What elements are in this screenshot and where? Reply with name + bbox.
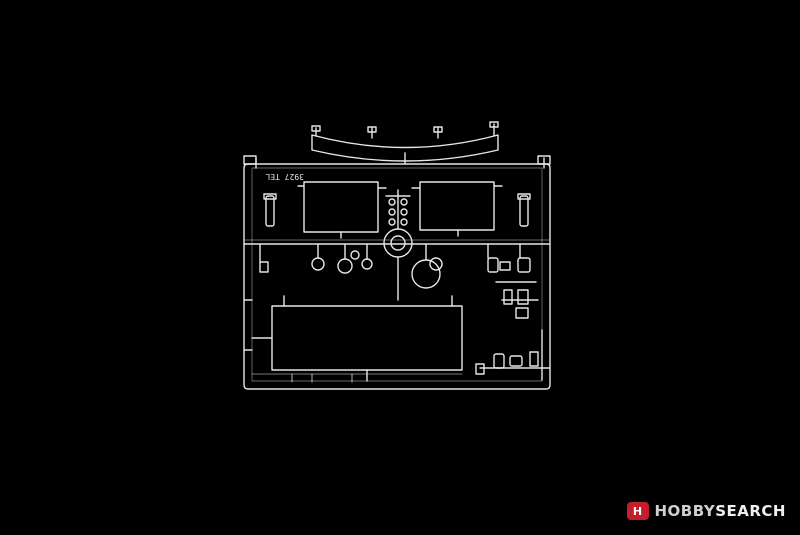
watermark: H HOBBYSEARCH (626, 502, 787, 520)
window-large-lower (271, 305, 463, 371)
part-bracket-b (493, 353, 505, 369)
top-curved-part (311, 134, 499, 162)
sprue-code-text: 3927 TEL (265, 172, 304, 181)
part-right-post (519, 195, 529, 227)
sprue-hub (383, 228, 413, 258)
window-top-right (419, 181, 495, 231)
watermark-brand-part2: SEARCH (715, 502, 786, 520)
watermark-text: HOBBYSEARCH (655, 502, 787, 520)
watermark-brand-part1: HOBBY (654, 502, 716, 520)
sprue-frame-inner (251, 167, 543, 382)
hobby-search-logo-icon: H (626, 502, 649, 520)
part-bracket-a (487, 257, 499, 273)
sprue-frame (243, 163, 551, 390)
part-left-post (265, 195, 275, 227)
window-top-left (303, 181, 379, 233)
lens-part (311, 257, 325, 271)
